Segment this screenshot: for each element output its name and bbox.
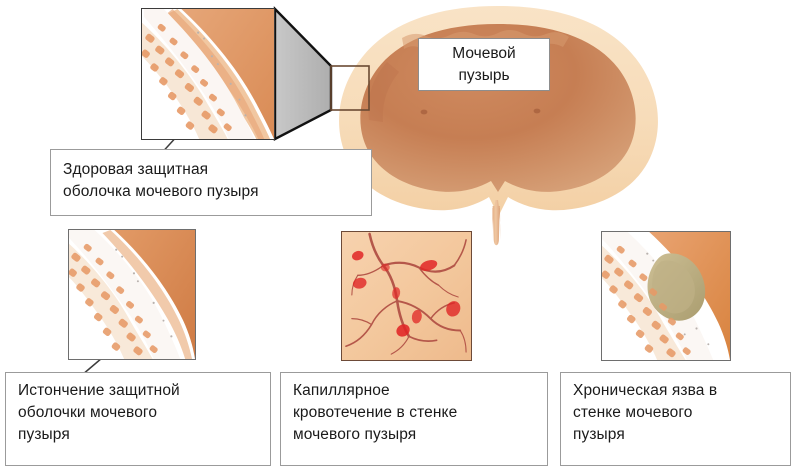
callout-capillary-line-3: мочевого пузыря bbox=[293, 426, 417, 443]
magnifier-cone bbox=[273, 6, 370, 141]
panel-healthy-lining bbox=[141, 8, 275, 140]
callout-healthy-lining: Здоровая защитная оболочка мочевого пузы… bbox=[50, 149, 372, 216]
callout-chronic-ulcer: Хроническая язва в стенке мочевого пузыр… bbox=[560, 372, 791, 466]
panel-chronic-ulcer bbox=[601, 231, 731, 361]
callout-ulcer-line-2: стенке мочевого bbox=[573, 404, 693, 421]
capillary-graphic bbox=[342, 232, 471, 360]
ulcer-graphic bbox=[602, 232, 730, 360]
callout-capillary-bleeding: Капиллярное кровотечение в стенке мочево… bbox=[280, 372, 548, 466]
callout-thinning-text: Истончение защитной оболочки мочевого пу… bbox=[6, 373, 270, 452]
panel-thinning-lining bbox=[68, 229, 196, 360]
bladder-label-line-2: пузырь bbox=[458, 66, 510, 84]
healthy-tissue-graphic bbox=[142, 9, 274, 139]
callout-ulcer-line-3: пузыря bbox=[573, 426, 625, 443]
callout-healthy-text: Здоровая защитная оболочка мочевого пузы… bbox=[51, 150, 371, 209]
callout-ulcer-line-1: Хроническая язва в bbox=[573, 382, 718, 399]
callout-capillary-line-1: Капиллярное bbox=[293, 382, 390, 399]
bladder-label: Мочевой пузырь bbox=[418, 38, 550, 91]
callout-thinning-line-1: Истончение защитной bbox=[18, 382, 180, 399]
callout-healthy-line-1: Здоровая защитная bbox=[63, 161, 209, 178]
callout-thinning-line-3: пузыря bbox=[18, 426, 70, 443]
callout-capillary-text: Капиллярное кровотечение в стенке мочево… bbox=[281, 373, 547, 452]
thinning-tissue-graphic bbox=[69, 230, 195, 359]
callout-capillary-line-2: кровотечение в стенке bbox=[293, 404, 458, 421]
callout-thinning-line-2: оболочки мочевого bbox=[18, 404, 158, 421]
panel-capillary-bleeding bbox=[341, 231, 472, 361]
bladder-label-line-1: Мочевой bbox=[452, 45, 516, 63]
callout-thinning-lining: Истончение защитной оболочки мочевого пу… bbox=[5, 372, 271, 466]
callout-healthy-line-2: оболочка мочевого пузыря bbox=[63, 183, 259, 200]
callout-ulcer-text: Хроническая язва в стенке мочевого пузыр… bbox=[561, 373, 790, 452]
